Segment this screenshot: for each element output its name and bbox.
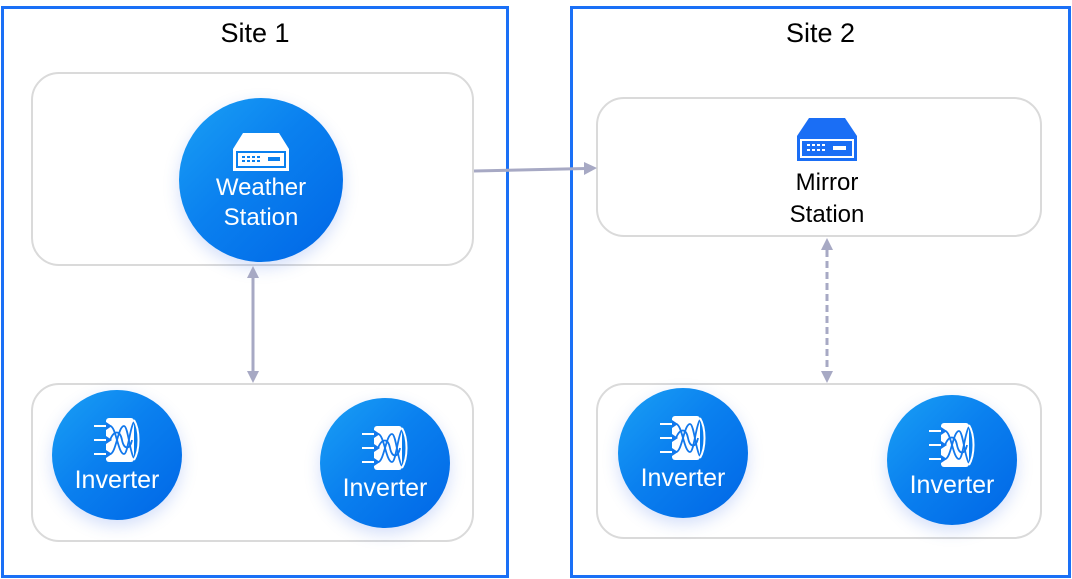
site-2-title: Site 2 [785,18,856,48]
site-2-inverter-2[interactable]: Inverter [887,395,1017,525]
weather-station-label-2: Station [223,204,299,231]
inverter-icon [362,426,408,470]
inverter-label: Inverter [640,464,726,492]
weather-station-node[interactable]: Weather Station [179,98,343,262]
server-icon [797,118,857,161]
inverter-label: Inverter [74,466,160,494]
inverter-icon [929,423,975,467]
inverter-label: Inverter [909,471,995,499]
mirror-station-label-1: Mirror [795,169,859,196]
site-1-inverter-1[interactable]: Inverter [52,390,182,520]
inverter-icon [660,416,706,460]
mirror-station-label-2: Station [789,201,865,228]
inverter-icon [94,418,140,462]
weather-station-label-1: Weather [215,174,307,201]
site-1-title: Site 1 [220,18,290,48]
server-icon [233,133,289,171]
inverter-label: Inverter [342,474,428,502]
site-1-inverter-2[interactable]: Inverter [320,398,450,528]
mirror-station-node[interactable]: Mirror Station [760,113,894,233]
site-2-inverter-1[interactable]: Inverter [618,388,748,518]
